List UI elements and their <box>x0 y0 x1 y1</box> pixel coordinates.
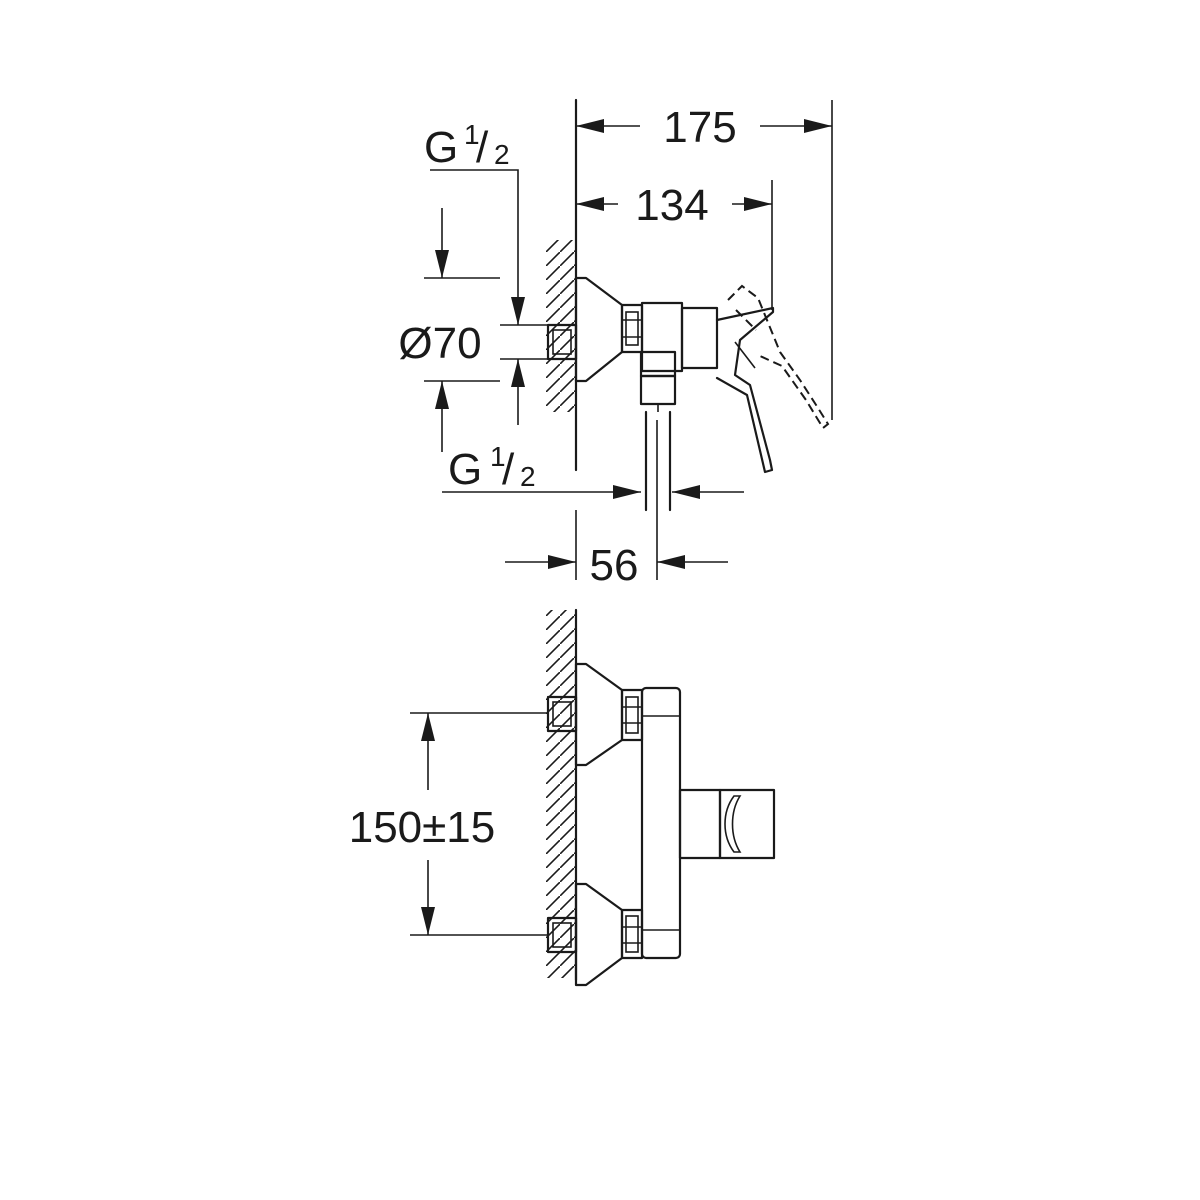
dimension-150-label: 150±15 <box>349 803 496 852</box>
thread-top-slash: / <box>476 123 489 172</box>
dimension-150: 150±15 <box>349 712 548 936</box>
nut-side <box>620 303 644 354</box>
dimension-175: 175 <box>576 103 832 152</box>
thread-callout-bottom: G 1 / 2 <box>442 441 744 499</box>
rosette-side <box>574 276 624 383</box>
valve-body-front <box>640 686 682 960</box>
dimension-diameter-70-label: Ø70 <box>398 319 481 368</box>
front-view: 150±15 <box>349 608 776 987</box>
inlet-connector-inner <box>552 329 572 355</box>
dimension-56: 56 <box>505 420 728 590</box>
dimension-56-label: 56 <box>590 541 639 590</box>
thread-bottom-slash: / <box>502 445 515 494</box>
thread-bottom-letter: G <box>448 445 482 494</box>
thread-callout-top: G 1 / 2 <box>424 119 548 425</box>
thread-top-denominator: 2 <box>494 139 510 170</box>
dimension-134: 134 <box>576 181 772 230</box>
lever-side <box>715 306 775 474</box>
thread-top-letter: G <box>424 123 458 172</box>
wall-side-view <box>546 98 578 472</box>
lever-open-position <box>727 284 830 430</box>
thread-top-numerator: 1 <box>464 119 480 150</box>
side-view: 175 134 Ø70 G 1 / 2 <box>398 98 833 590</box>
valve-body-side <box>639 301 719 512</box>
handle-front <box>678 788 776 860</box>
dimension-175-label: 175 <box>663 103 736 152</box>
dimension-diameter-70: Ø70 <box>398 208 500 452</box>
thread-bottom-denominator: 2 <box>520 461 536 492</box>
inlet-lower-front <box>546 882 644 987</box>
wall-front-view <box>546 608 578 982</box>
thread-bottom-numerator: 1 <box>490 441 506 472</box>
dimension-134-label: 134 <box>635 181 708 230</box>
